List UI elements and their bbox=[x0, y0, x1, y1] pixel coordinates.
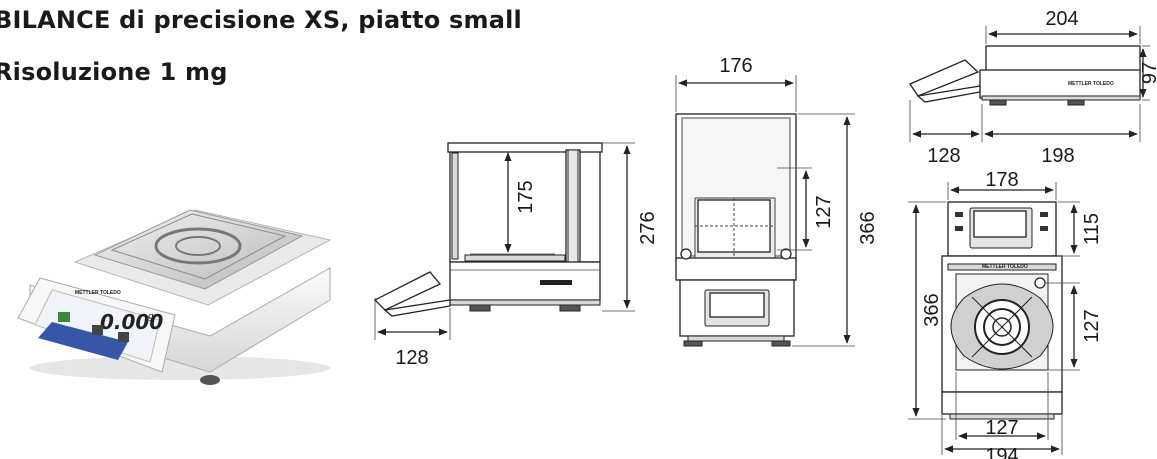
compact-brand-label: METTLER TOLEDO bbox=[1068, 81, 1114, 87]
dim-front-height: 366 bbox=[857, 211, 879, 244]
compact-side-view-drawing: METTLER TOLEDO 204 97 128 198 bbox=[909, 8, 1157, 167]
dim-side-terminal: 128 bbox=[395, 347, 428, 369]
side-view-drawing: 276 175 128 bbox=[373, 142, 659, 369]
pan-icon bbox=[950, 283, 1054, 370]
dim-top-width: 178 bbox=[985, 169, 1018, 191]
photo-key-icon bbox=[92, 325, 103, 335]
front-view-drawing: METTLER TOLEDO 176 366 127 bbox=[675, 55, 879, 347]
photo-key-icon bbox=[58, 312, 70, 322]
heading-product: BILANCE di precisione XS, piatto small bbox=[0, 6, 522, 34]
photo-brand: METTLER TOLEDO bbox=[75, 290, 121, 296]
dim-compact-depth: 198 bbox=[1041, 145, 1074, 167]
dim-top-terminal: 115 bbox=[1081, 213, 1103, 245]
dim-side-height: 276 bbox=[637, 211, 659, 244]
dim-side-chamber: 175 bbox=[515, 180, 537, 213]
dim-top-depth: 366 bbox=[921, 293, 943, 326]
dim-top-base-width: 194 bbox=[985, 445, 1018, 459]
dim-front-pan: 127 bbox=[813, 195, 835, 228]
dim-front-width: 176 bbox=[719, 55, 752, 77]
heading-resolution: Risoluzione 1 mg bbox=[0, 58, 228, 86]
photo-key-icon bbox=[118, 332, 129, 342]
dim-compact-terminal: 128 bbox=[927, 145, 960, 167]
top-brand-label: METTLER TOLEDO bbox=[982, 264, 1028, 270]
dim-top-pan: 127 bbox=[1081, 309, 1103, 342]
photo-display-value: 0.000 bbox=[100, 310, 163, 334]
dim-compact-width: 204 bbox=[1045, 8, 1078, 30]
balance-photo: 0.000 g METTLER TOLEDO bbox=[17, 209, 332, 385]
photo-display-unit: g bbox=[148, 312, 154, 322]
dim-top-pan-width: 127 bbox=[985, 417, 1018, 439]
dim-compact-height: 97 bbox=[1139, 62, 1157, 84]
top-view-drawing: METTLER TOLEDO 178 366 115 bbox=[908, 169, 1103, 459]
